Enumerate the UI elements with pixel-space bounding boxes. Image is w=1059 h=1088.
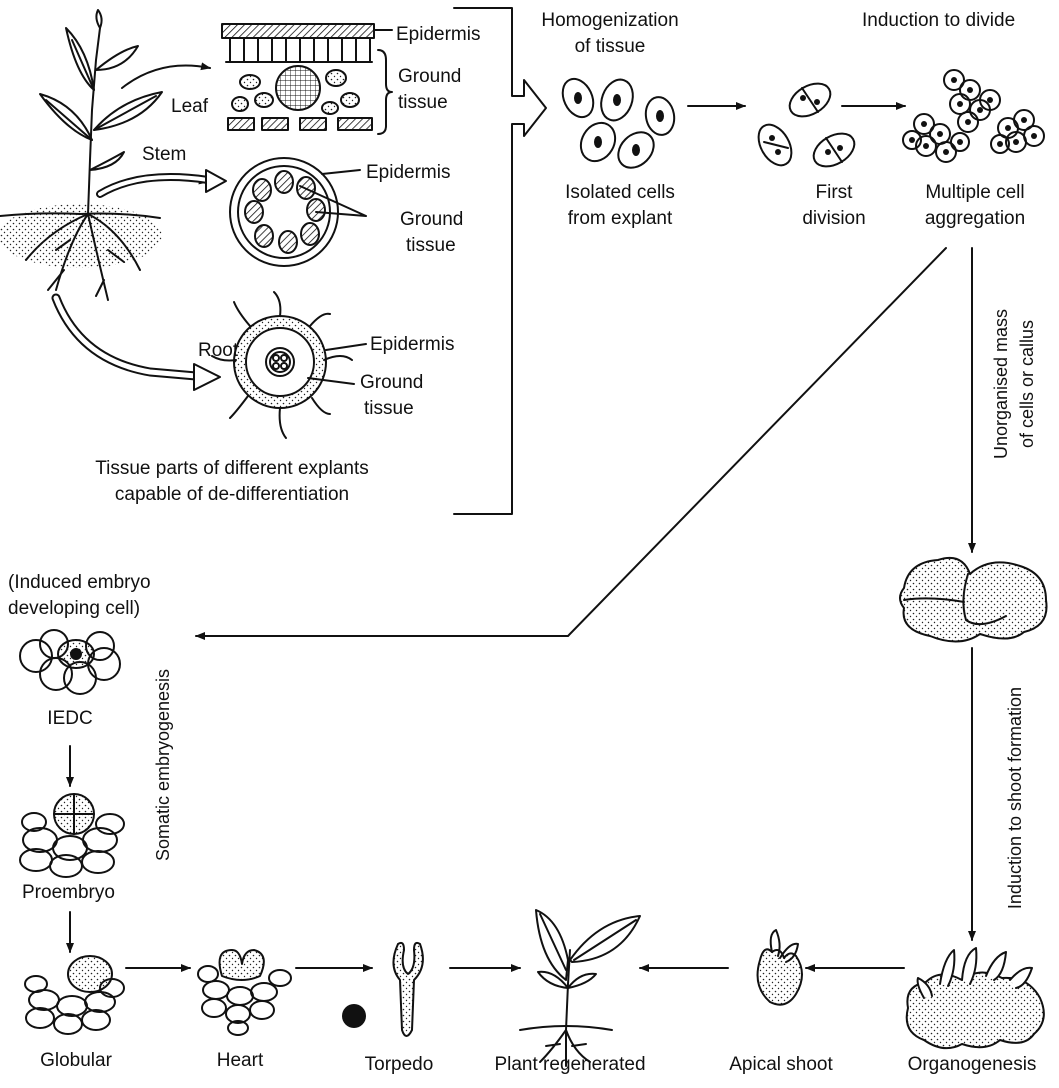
leaf-section [221,23,393,135]
callus-label-1: Unorganised mass [991,308,1011,460]
leaf-epidermis-label: Epidermis [396,24,481,45]
organogenesis-mass [905,947,1045,1050]
induced-embryo-label-2: developing cell) [8,598,141,619]
root-ground-label-2: tissue [364,398,414,419]
root-label: Root [198,340,239,361]
proembryo-cells [19,793,125,878]
apical-shoot [756,929,803,1006]
globular-label: Globular [40,1050,112,1071]
shoot-induction-label: Induction to shoot formation [1005,686,1025,910]
convergence-bracket [453,7,547,515]
stem-epidermis-label: Epidermis [366,162,451,183]
arrow-to-iedc [195,247,947,640]
isolated-cells [561,77,676,169]
stem-label: Stem [142,144,187,165]
apical-shoot-label: Apical shoot [729,1054,833,1075]
torpedo-label: Torpedo [364,1054,434,1075]
homogenization-label-2: of tissue [574,36,646,57]
stem-ground-label-1: Ground [400,209,464,230]
heart-label: Heart [216,1050,264,1071]
bullet-dot [342,1004,366,1028]
first-division-label-2: division [802,208,866,229]
homogenization-label-1: Homogenization [541,10,679,31]
heart-embryo [197,949,292,1036]
iedc-cells [19,629,121,695]
regenerated-plant [519,909,641,1067]
leaf-ground-label-2: tissue [398,92,448,113]
isolated-cells-label-1: Isolated cells [565,182,675,203]
source-plant [0,9,163,301]
torpedo-embryo [392,941,424,1037]
explant-arrows [51,62,227,391]
aggregation-label-1: Multiple cell [925,182,1025,203]
iedc-label: IEDC [47,708,93,729]
callus-mass [899,556,1048,643]
proembryo-label: Proembryo [22,882,115,903]
explants-caption-2: capable of de-differentiation [114,484,350,505]
root-ground-label-1: Ground [360,372,424,393]
leaf-ground-label-1: Ground [398,66,462,87]
isolated-cells-label-2: from explant [567,208,673,229]
callus-label-2: of cells or callus [1017,319,1037,449]
globular-embryo [24,955,125,1035]
induced-embryo-label-1: (Induced embryo [8,572,151,593]
explants-caption-1: Tissue parts of different explants [95,458,369,479]
first-division-label-1: First [815,182,853,203]
cell-aggregation [902,69,1045,163]
organogenesis-label: Organogenesis [907,1054,1037,1075]
root-section [211,291,367,439]
stem-section [229,157,367,267]
first-division-cells [757,82,856,168]
stem-ground-label-2: tissue [406,235,456,256]
root-epidermis-label: Epidermis [370,334,455,355]
somatic-embryogenesis-label: Somatic embryogenesis [153,668,173,862]
induction-divide-label: Induction to divide [862,10,1016,31]
leaf-label: Leaf [171,96,208,117]
aggregation-label-2: aggregation [924,208,1026,229]
plant-regenerated-label: Plant regenerated [494,1054,646,1075]
